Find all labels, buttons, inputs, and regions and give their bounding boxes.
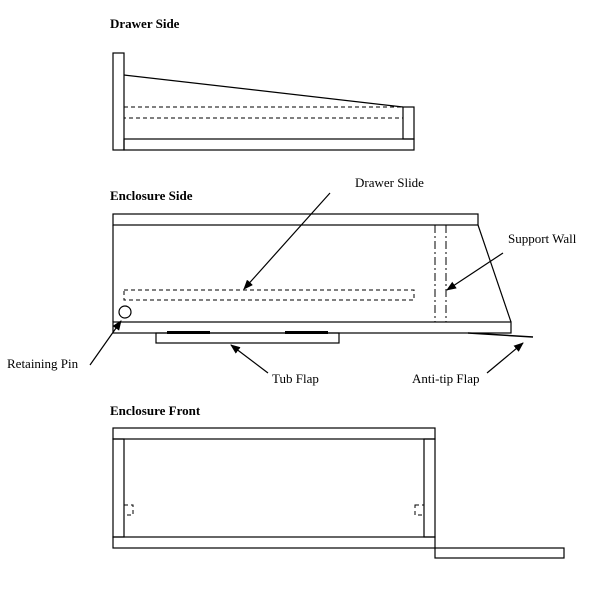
drawer-slide-hidden (123, 106, 404, 119)
enclosure-side-view (112, 213, 534, 344)
arrow-retaining-pin (89, 320, 122, 366)
tub-flap (155, 332, 340, 344)
anti-tip-flap (467, 332, 534, 338)
arrow-support-wall (446, 252, 504, 291)
title-enclosure-side: Enclosure Side (110, 188, 193, 203)
drawer-slide (123, 289, 415, 301)
label-tub-flap: Tub Flap (272, 371, 319, 386)
label-drawer-slide: Drawer Slide (355, 175, 424, 190)
front-slide-hidden (414, 504, 425, 516)
drawer-back-post (402, 106, 415, 140)
enclosure-front-view (112, 427, 565, 559)
arrow-drawer-slide (243, 192, 331, 290)
arrow-tub-flap (230, 344, 269, 374)
front-anti-tip-flap (434, 547, 565, 559)
drawer-side-view (112, 52, 415, 151)
front-bottom-bar (112, 536, 436, 549)
label-anti-tip-flap: Anti-tip Flap (412, 371, 480, 386)
title-drawer-side: Drawer Side (110, 16, 180, 31)
label-support-wall: Support Wall (508, 231, 577, 246)
drawer-front-post (112, 52, 125, 151)
drawer-bottom-rail (123, 138, 415, 151)
enclosure-slanted-back (477, 224, 512, 323)
drawer-top-edge (123, 74, 404, 108)
front-right-post (423, 438, 436, 538)
front-left-post (112, 438, 125, 538)
front-top-bar (112, 427, 436, 440)
retaining-pin (118, 305, 132, 319)
arrow-anti-tip-flap (486, 342, 524, 374)
front-slide-hidden (123, 504, 134, 516)
title-enclosure-front: Enclosure Front (110, 403, 201, 418)
label-retaining-pin: Retaining Pin (7, 356, 79, 371)
enclosure-top-bar (112, 213, 479, 226)
